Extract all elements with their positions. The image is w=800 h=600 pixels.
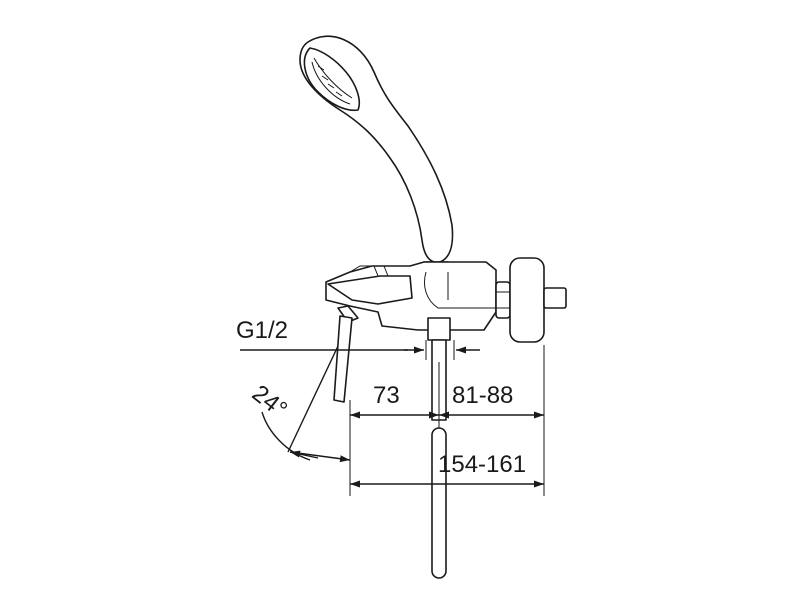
nut	[495, 281, 511, 319]
wall-pipe	[543, 287, 567, 309]
thread-label: G1/2	[236, 317, 288, 344]
hand-shower	[299, 35, 454, 264]
wall-connection	[495, 257, 567, 343]
lever-arm	[333, 315, 353, 403]
rosette	[509, 257, 545, 343]
dimensions	[240, 340, 545, 496]
mixer-body	[325, 261, 497, 350]
depth-spout-label: 73	[373, 382, 400, 409]
depth-wall-label: 81-88	[452, 382, 513, 409]
lever-handle	[327, 275, 413, 305]
shower-head-face	[303, 47, 361, 112]
overall-width-label: 154-161	[438, 451, 526, 478]
angle-label: 24°	[247, 380, 292, 424]
